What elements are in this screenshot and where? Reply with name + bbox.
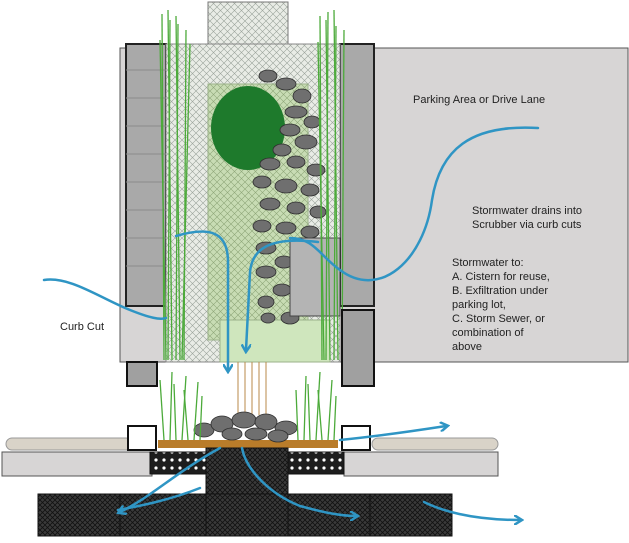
flow-arrow-bed-exit (422, 500, 520, 520)
water-flow-arrows (42, 126, 540, 520)
left-post (126, 361, 158, 387)
stormwater-to-line: B. Exfiltration under (452, 285, 548, 297)
right-curb-slab (343, 451, 499, 477)
drain-pipes (237, 362, 267, 415)
stormwater-to-line: C. Storm Sewer, or (452, 313, 545, 325)
cistern-box (289, 237, 341, 317)
curb-cut-label: Curb Cut (60, 321, 105, 333)
soil-layer (158, 440, 338, 448)
stormwater-to-line: combination of (452, 327, 524, 339)
tree-canopy (211, 86, 285, 170)
gravel-bed (37, 493, 453, 537)
perforated-pipe-left (149, 451, 209, 475)
bed-bottom-green (219, 319, 331, 363)
section-rocks (193, 411, 298, 443)
flow-arrow-parking-to-cistern (288, 126, 540, 282)
left-grass-strip (159, 9, 191, 361)
left-curb-block (127, 425, 157, 451)
right-grass-strip (317, 9, 345, 361)
flow-arrow-into-bed (174, 230, 228, 370)
parking-area-label: Parking Area or Drive Lane (413, 94, 546, 106)
left-sidewalk-slab (5, 437, 133, 451)
left-gravel-column (125, 43, 167, 307)
right-sidewalk-slab (371, 437, 499, 451)
section-grass-left (159, 371, 203, 441)
stormwater-drains-label: Stormwater drains into Scrubber via curb… (472, 204, 582, 232)
left-gravel-rows (126, 69, 166, 267)
flow-arrow-rocks-down (246, 239, 320, 350)
left-curb-slab (1, 451, 153, 477)
flow-arrow-curb-cut (42, 278, 168, 320)
flow-arrow-left-exit (116, 486, 202, 512)
stormwater-to-line: A. Cistern for reuse, (452, 271, 550, 283)
section-grass-right (295, 371, 337, 441)
top-hatch-block (207, 1, 289, 49)
stormwater-drains-line1: Stormwater drains into (472, 205, 583, 217)
right-gravel-column (339, 43, 375, 307)
rock-pile (252, 69, 327, 325)
flow-arrow-section-right (338, 426, 446, 442)
perforated-pipe-right (285, 451, 345, 475)
stormwater-to-line: above (452, 341, 482, 353)
stormwater-to-heading: Stormwater to: (452, 257, 524, 269)
flow-arrow-section-center (240, 446, 356, 516)
stormwater-to-line: parking lot, (452, 299, 506, 311)
gravel-trench (205, 447, 289, 495)
stormwater-drains-line2: Scrubber via curb cuts (472, 219, 582, 231)
right-post (341, 309, 375, 387)
stormwater-to-list: Stormwater to: A. Cistern for reuse, B. … (452, 256, 550, 354)
